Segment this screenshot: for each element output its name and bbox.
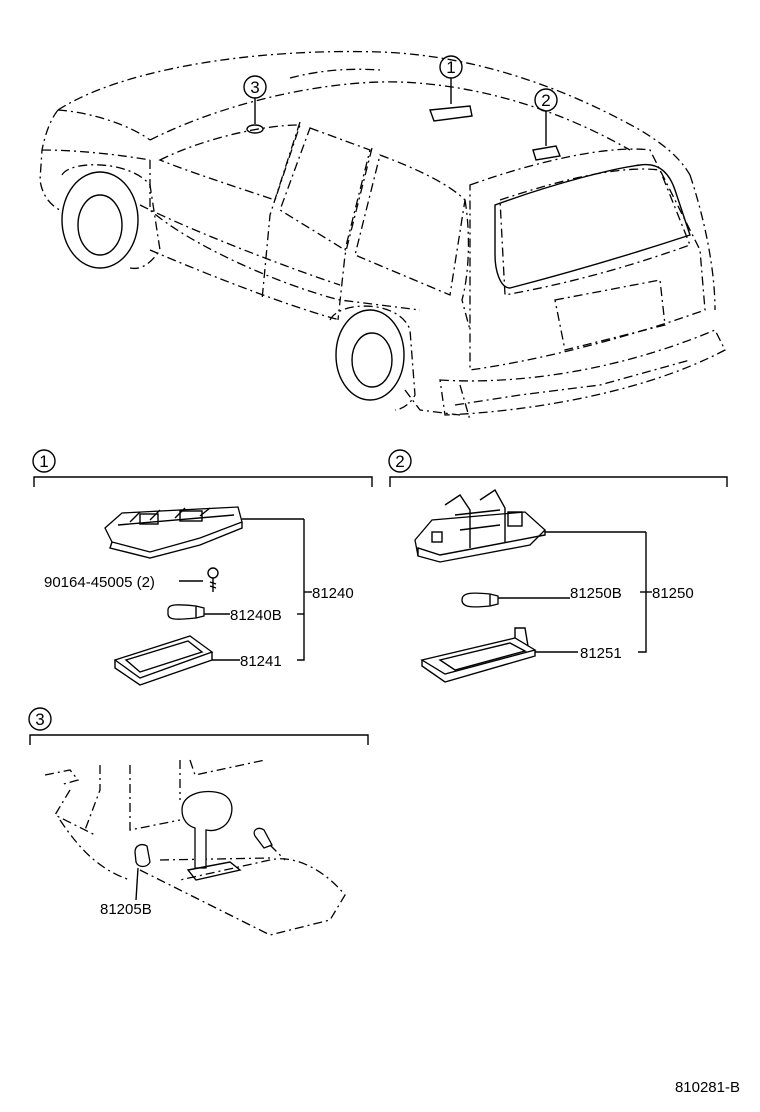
lamp-housing-81250 xyxy=(414,488,546,563)
bulb-part-number: 81240B xyxy=(230,607,282,624)
assembly-part-number: 81240 xyxy=(312,585,354,602)
section-1-label: 1 xyxy=(39,452,48,471)
figure-id: 810281-B xyxy=(675,1079,740,1096)
bulb-part-number-2: 81250B xyxy=(570,585,622,602)
bulb-part-number-3: 81205B xyxy=(100,901,152,918)
callout-3-number: 3 xyxy=(250,78,259,97)
lens-part-number-2: 81251 xyxy=(580,645,622,662)
bulb-81250b xyxy=(461,592,499,608)
console-shifter-drawing xyxy=(44,759,346,936)
section-2-label: 2 xyxy=(395,452,404,471)
callout-1-car: 1 xyxy=(439,55,463,104)
section-2: 2 81250B 81251 81250 xyxy=(388,449,728,683)
section-1: 1 90164-45005 (2) 81240B xyxy=(32,449,373,686)
screw-90164 xyxy=(207,567,219,592)
assembly-part-number-2: 81250 xyxy=(652,585,694,602)
bulb-81240b xyxy=(167,604,205,620)
lens-81241 xyxy=(113,635,214,686)
screw-part-number: 90164-45005 (2) xyxy=(44,574,155,591)
lamp-housing-81240 xyxy=(104,506,243,559)
callout-2-car: 2 xyxy=(534,88,558,146)
callout-2-number: 2 xyxy=(541,91,550,110)
callout-1-number: 1 xyxy=(446,58,455,77)
section-3-label: 3 xyxy=(35,710,44,729)
station-wagon-drawing xyxy=(39,50,726,421)
lens-81251 xyxy=(420,627,537,683)
bulb-81205b xyxy=(134,844,151,868)
lens-part-number: 81241 xyxy=(240,653,282,670)
section-3: 3 81205B xyxy=(28,707,369,936)
callout-3-car: 3 xyxy=(243,75,267,124)
